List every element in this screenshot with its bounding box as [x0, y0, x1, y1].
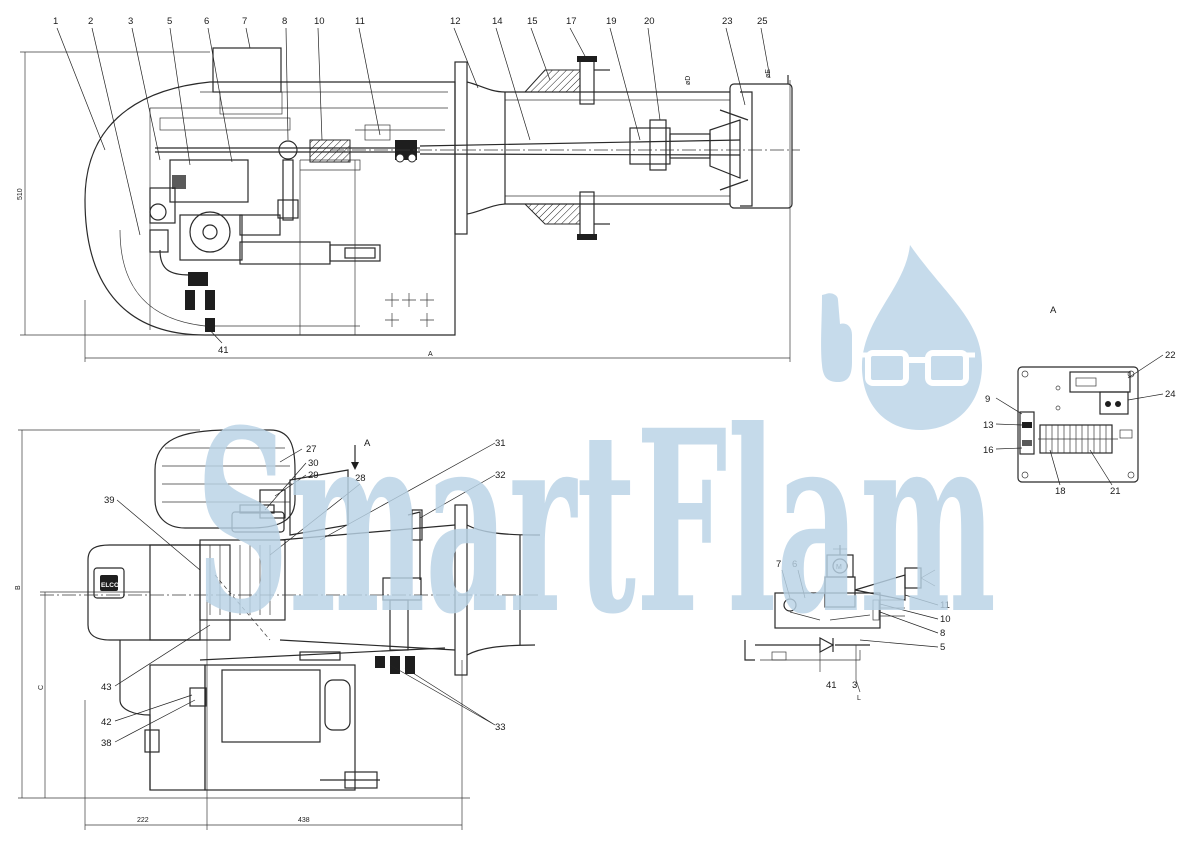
label-30: 30	[308, 458, 319, 469]
schematic-label-3: 3	[852, 680, 857, 691]
flame-logo-icon	[821, 245, 982, 430]
schematic-label-11: 11	[940, 600, 950, 611]
label-10: 10	[314, 16, 325, 27]
label-39: 39	[104, 495, 115, 506]
label-28: 28	[355, 473, 366, 484]
label-13: 13	[983, 420, 994, 431]
label-42: 42	[101, 717, 112, 728]
label-8: 8	[282, 16, 287, 27]
schematic-label-41: 41	[826, 680, 837, 691]
watermark: SmartFlam	[196, 245, 996, 669]
label-31: 31	[495, 438, 506, 449]
label-2: 2	[88, 16, 93, 27]
label-20: 20	[644, 16, 655, 27]
label-7: 7	[242, 16, 247, 27]
length-dimension: A	[428, 351, 433, 358]
label-18: 18	[1055, 486, 1066, 497]
panel-view: A 9 13 16 18 21 22 24	[983, 305, 1176, 497]
label-3: 3	[128, 16, 133, 27]
axis-c-dimension: C	[38, 685, 45, 690]
view-arrow-a: A	[364, 438, 371, 449]
label-19: 19	[606, 16, 617, 27]
watermark-text: SmartFlam	[196, 375, 996, 669]
label-33: 33	[495, 722, 506, 733]
height-dimension: 510	[17, 188, 24, 200]
label-15: 15	[527, 16, 538, 27]
top-view: 510 A	[17, 16, 800, 362]
label-22: 22	[1165, 350, 1176, 361]
head-diameter: øE	[765, 69, 772, 78]
label-21: 21	[1110, 486, 1121, 497]
label-1: 1	[53, 16, 58, 27]
label-23: 23	[722, 16, 733, 27]
schematic-label-10: 10	[940, 614, 951, 625]
label-6: 6	[204, 16, 209, 27]
label-11: 11	[355, 16, 365, 27]
label-27: 27	[306, 444, 317, 455]
schematic-label-5: 5	[940, 642, 945, 653]
schematic-motor-symbol: M	[836, 564, 842, 571]
schematic-axis-letter: L	[857, 695, 861, 702]
label-9: 9	[985, 394, 990, 405]
tube-diameter: øD	[685, 76, 692, 85]
label-29: 29	[308, 470, 319, 481]
height-b-dimension: B	[15, 585, 22, 590]
schematic-label-6: 6	[792, 559, 797, 570]
label-17: 17	[566, 16, 577, 27]
schematic-label-7: 7	[776, 559, 781, 570]
label-38: 38	[101, 738, 112, 749]
width-222-dimension: 222	[137, 817, 149, 824]
label-32: 32	[495, 470, 506, 481]
width-438-dimension: 438	[298, 817, 310, 824]
label-24: 24	[1165, 389, 1176, 400]
label-41: 41	[218, 345, 229, 356]
label-5: 5	[167, 16, 172, 27]
label-43: 43	[101, 682, 112, 693]
panel-title: A	[1050, 305, 1057, 316]
schematic-label-8: 8	[940, 628, 945, 639]
label-12: 12	[450, 16, 461, 27]
side-view: B C 222 438 ELCO	[15, 429, 540, 830]
label-16: 16	[983, 445, 994, 456]
elco-logo: ELCO	[101, 582, 119, 589]
label-14: 14	[492, 16, 503, 27]
schematic: M 7 6 11 10 8 5 41 3 L	[744, 545, 951, 702]
label-25: 25	[757, 16, 768, 27]
